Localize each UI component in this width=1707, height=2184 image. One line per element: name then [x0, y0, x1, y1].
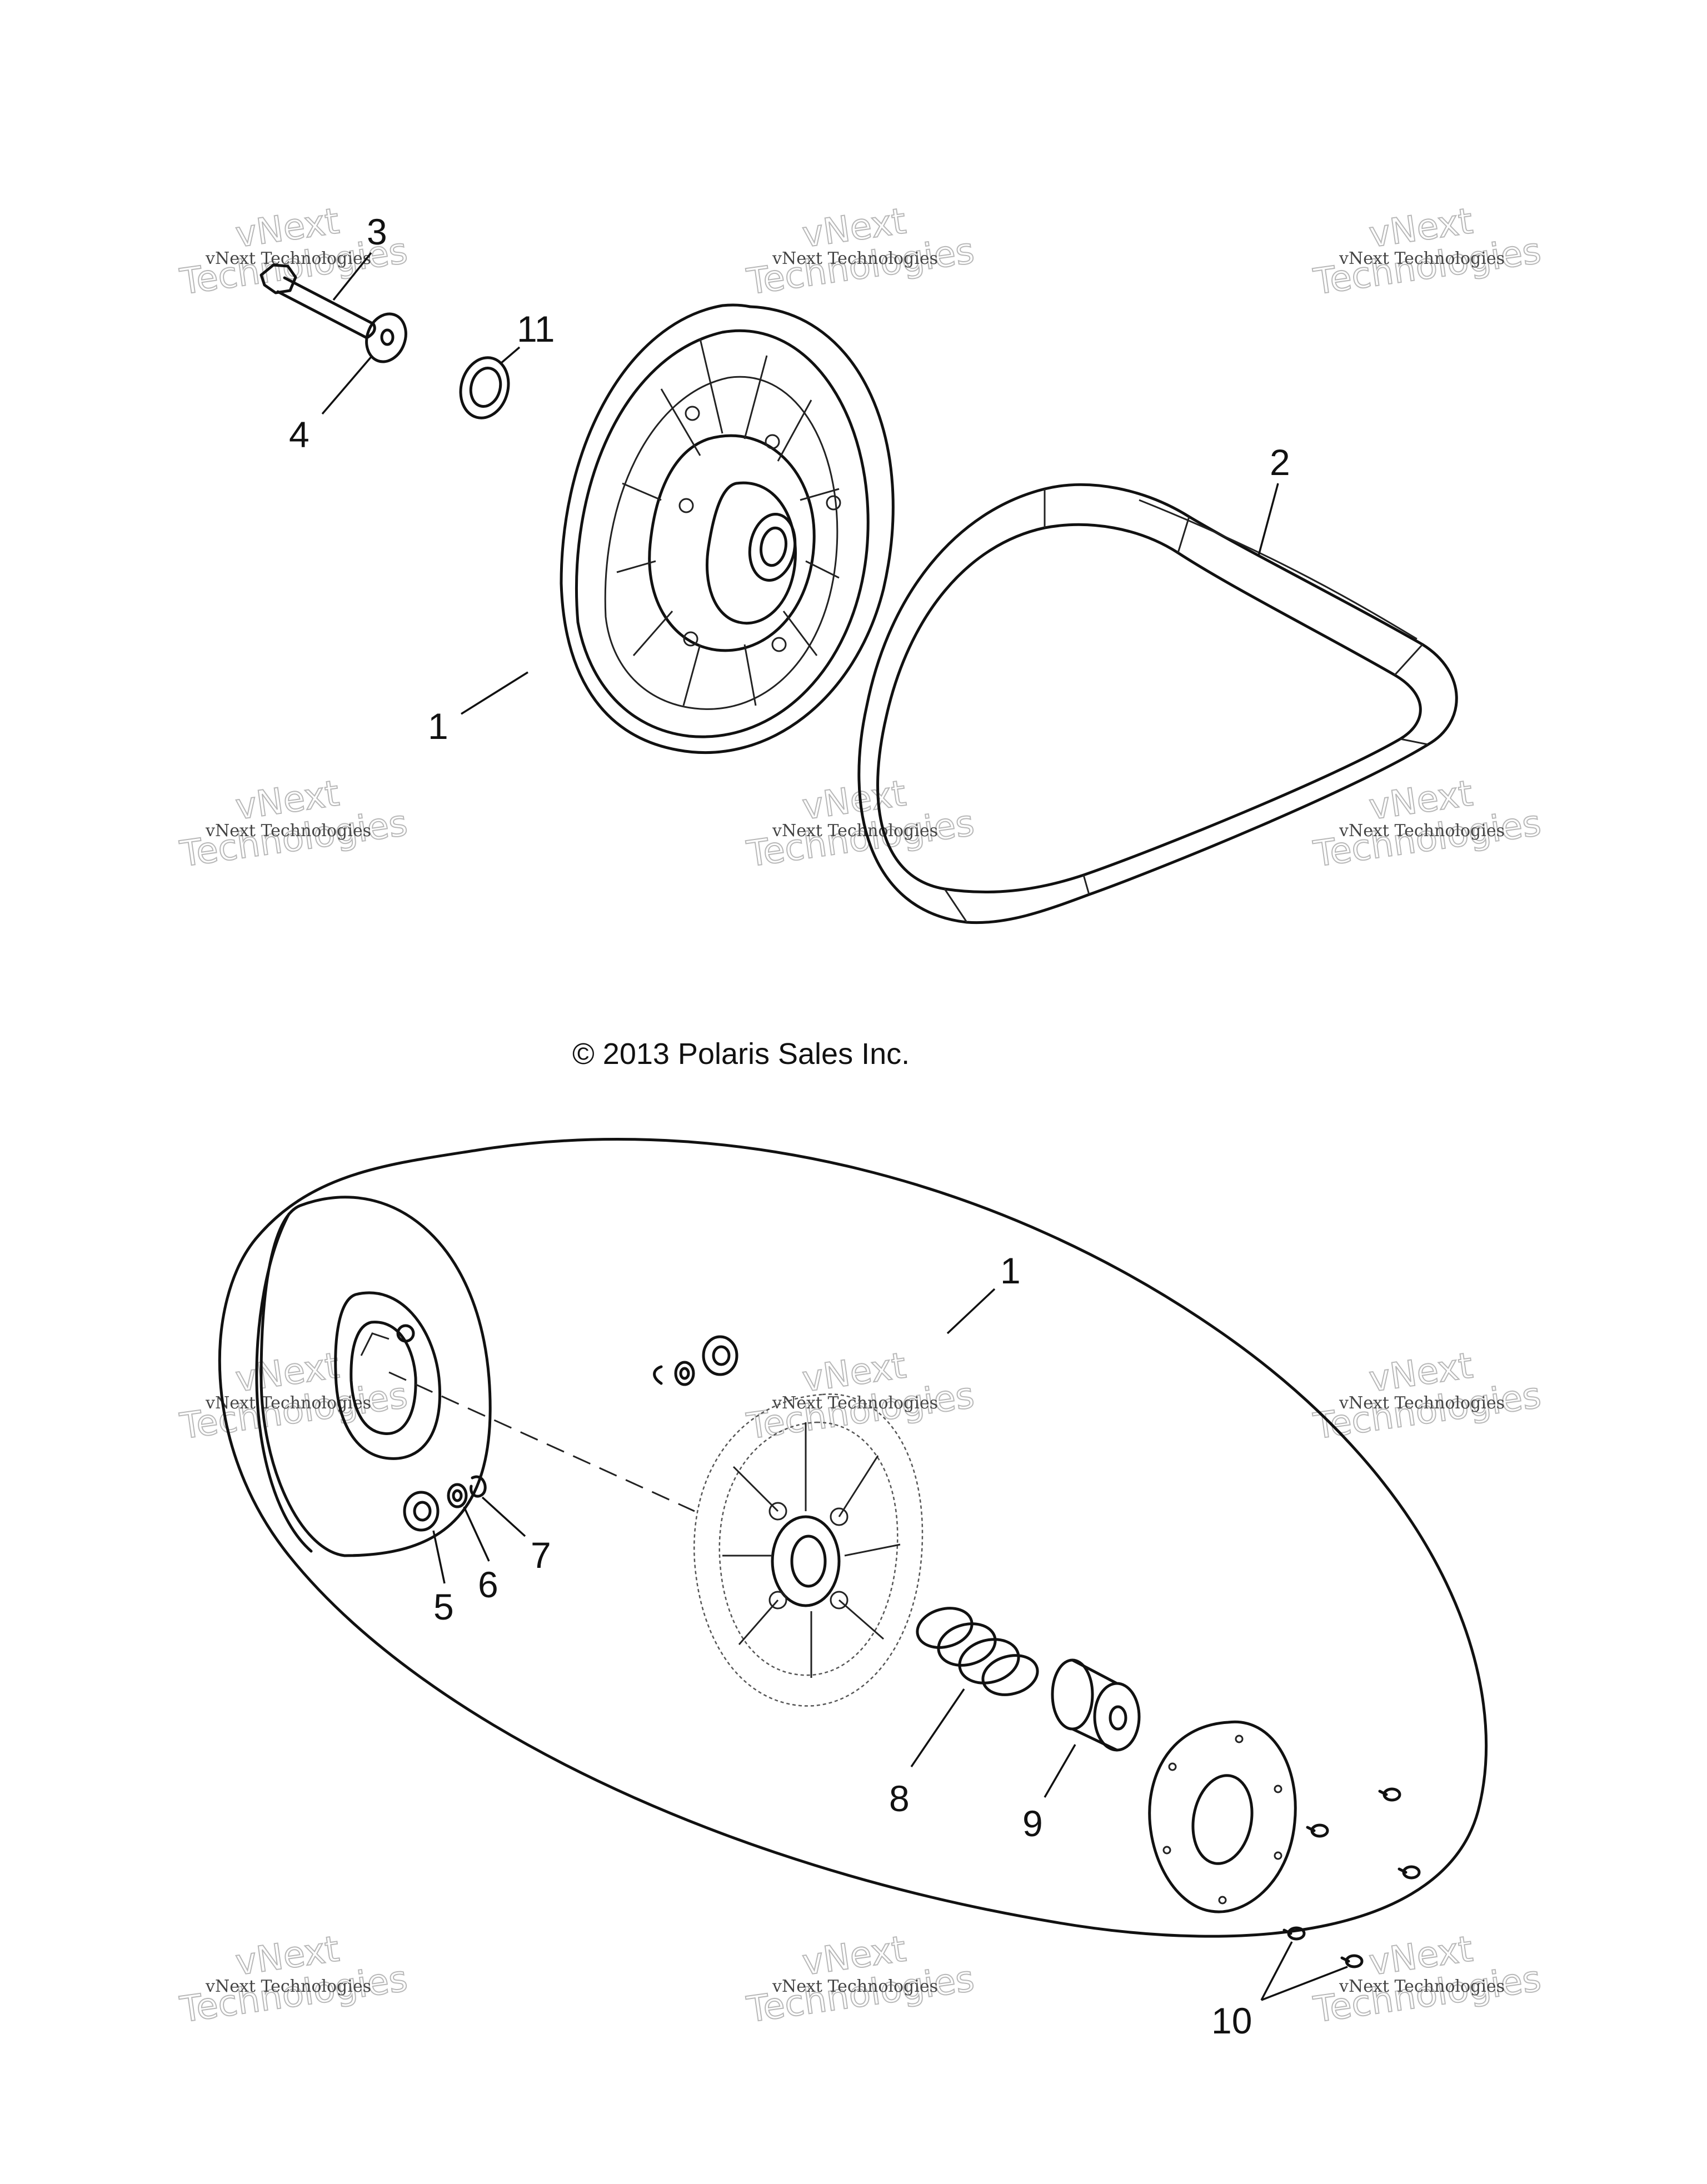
spring-icon: [916, 1607, 1039, 1696]
watermark-caption: vNext Technologies: [772, 1977, 938, 1996]
watermark-caption: vNext Technologies: [772, 1393, 938, 1413]
watermark-caption: vNext Technologies: [205, 821, 371, 841]
screw-icon: [1282, 1926, 1306, 1941]
bottom-callouts: 1 5 6 7 8 9 10: [432, 1250, 1348, 2041]
callout-label: 10: [1211, 2000, 1252, 2041]
callout-label: 4: [289, 414, 310, 455]
watermark-caption: vNext Technologies: [1339, 1977, 1505, 1996]
ring-icon: [459, 356, 510, 419]
watermark-caption: vNext Technologies: [1339, 1393, 1505, 1413]
watermark-caption: vNext Technologies: [205, 1393, 371, 1413]
outer-sheave-icon: [255, 1196, 492, 1557]
screw-icon: [1306, 1823, 1329, 1838]
clip-icon: [653, 1365, 663, 1385]
watermark: vNext Technologies: [1310, 772, 1544, 876]
drive-belt-icon: [857, 483, 1458, 924]
watermark: vNext Technologies: [743, 1345, 977, 1448]
cover-plate-icon: [1148, 1720, 1297, 1913]
assembly-outline: [218, 1137, 1488, 1938]
callout-label: 8: [889, 1778, 910, 1819]
capscrew-icon: [259, 263, 376, 339]
watermark: vNext Technologies: [743, 200, 977, 303]
callout-label: 6: [478, 1564, 498, 1605]
watermark: vNext Technologies: [1310, 1928, 1544, 2031]
bushing-icon: [1051, 1658, 1141, 1752]
copyright-text: © 2013 Polaris Sales Inc.: [572, 1037, 910, 1071]
watermark-caption: vNext Technologies: [772, 249, 938, 268]
watermark: vNext Technologies: [177, 772, 410, 876]
watermark: vNext Technologies: [743, 1928, 977, 2031]
callout-label: 11: [517, 308, 555, 349]
clip-icon: [470, 1475, 487, 1498]
watermark: vNext Technologies: [1310, 1345, 1544, 1448]
screw-icon: [1397, 1865, 1421, 1880]
watermark-caption: vNext Technologies: [1339, 249, 1505, 268]
top-callouts: 3 11 2 4 1: [289, 211, 1290, 747]
screw-icon: [1340, 1954, 1364, 1968]
callout-label: 2: [1270, 442, 1290, 483]
callout-label: 1: [428, 706, 448, 747]
washer-icon: [447, 1483, 468, 1508]
washer-icon: [365, 312, 407, 363]
bushing-small-icon: [403, 1491, 440, 1532]
center-line: [388, 1371, 695, 1512]
watermark-caption: vNext Technologies: [772, 821, 938, 841]
callout-label: 5: [433, 1586, 454, 1627]
watermark-caption: vNext Technologies: [205, 1977, 371, 1996]
inner-clutch-phantom-icon: [693, 1393, 924, 1707]
callout-label: 1: [1000, 1250, 1021, 1291]
watermark: vNext Technologies: [1310, 200, 1544, 303]
callout-label: 3: [367, 211, 387, 252]
bushing-small-icon: [702, 1335, 738, 1376]
watermark-caption: vNext Technologies: [1339, 821, 1505, 841]
driven-clutch-icon: [560, 303, 895, 754]
washer-icon: [674, 1361, 695, 1386]
callout-label: 7: [531, 1535, 551, 1576]
screw-icon: [1378, 1787, 1401, 1802]
watermark: vNext Technologies: [177, 1928, 410, 2031]
callout-label: 9: [1022, 1803, 1043, 1844]
watermarks: vNext Technologies vNext Technologies vN…: [177, 200, 1544, 2031]
